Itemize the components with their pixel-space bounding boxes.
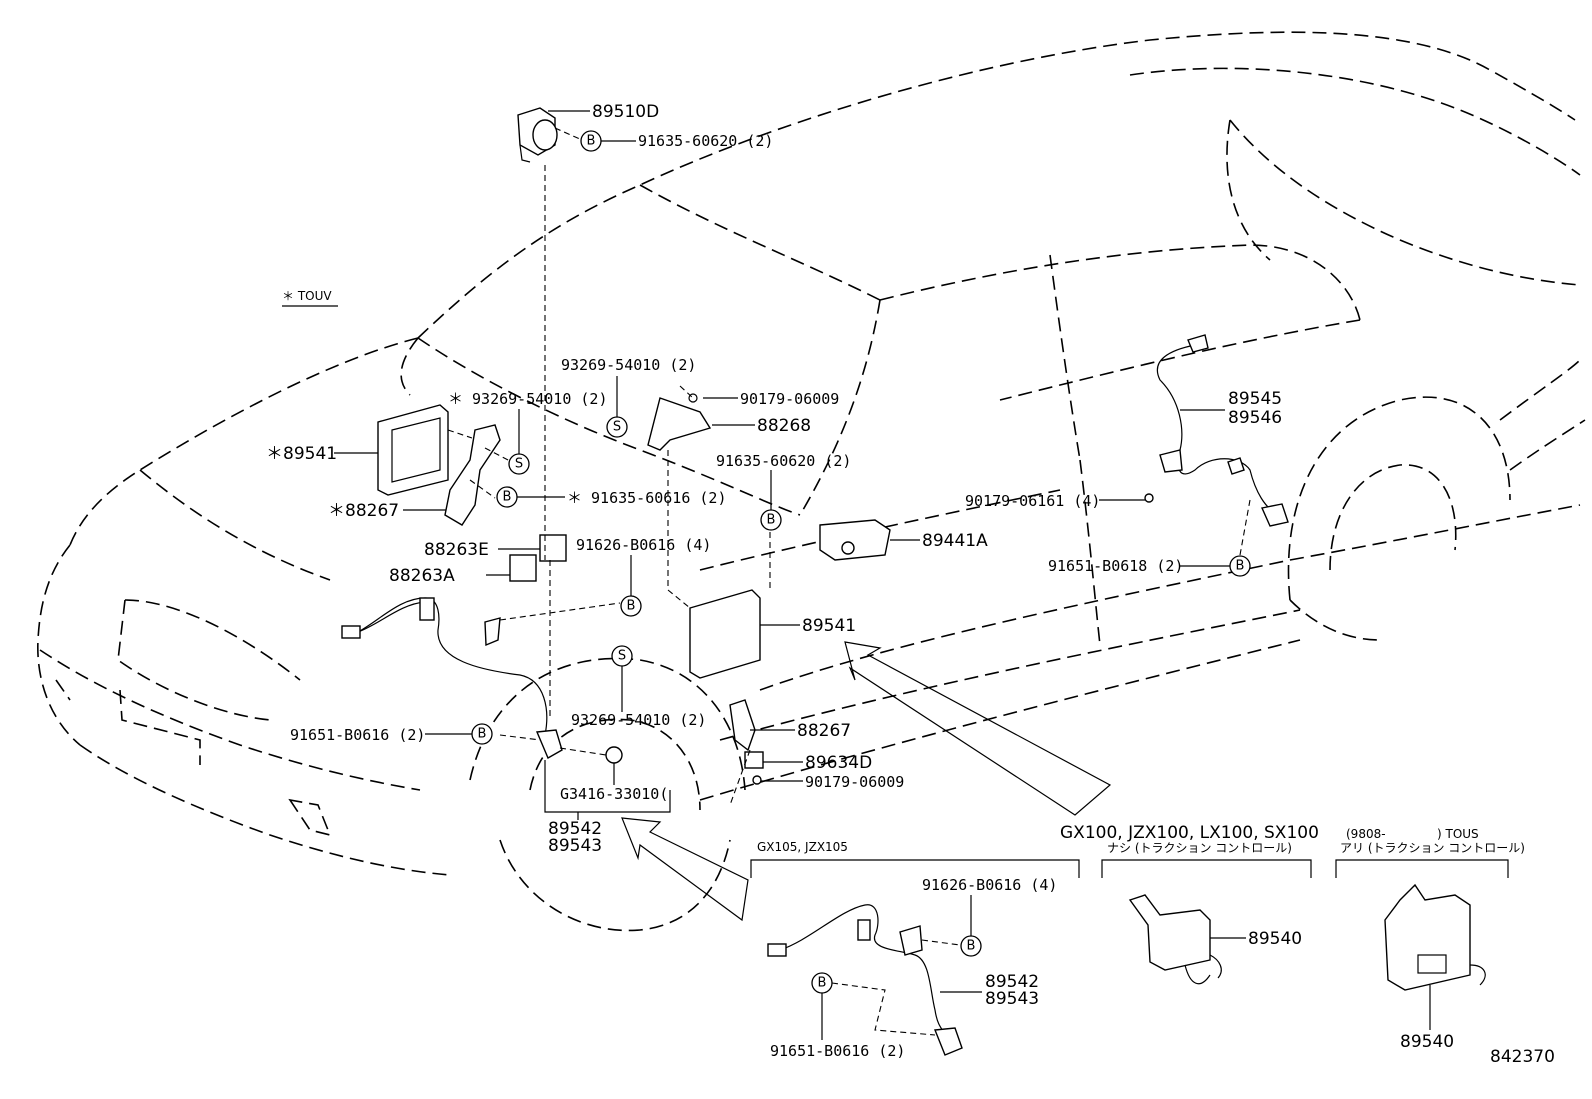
bolt-bubble: B — [471, 723, 493, 745]
label-88267-touv: ＊88267 — [328, 501, 399, 521]
label-90179-06161: 90179-06161 (4) — [965, 492, 1100, 510]
svg-text:B: B — [967, 939, 976, 954]
label-91626-B0616: 91626-B0616 (4) — [576, 536, 711, 554]
inset-title: GX105, JZX105 — [757, 840, 848, 854]
inset-label-91626-B0616: 91626-B0616 (4) — [922, 876, 1057, 894]
label-G3416-33010: G3416-33010( — [560, 785, 668, 803]
part-89634D — [744, 751, 764, 769]
label-89510D: 89510D — [592, 102, 659, 122]
label-88263E: 88263E — [424, 540, 489, 560]
label-93269-54010-touv: ＊ 93269-54010 (2) — [448, 390, 608, 408]
label-90179-06009: 90179-06009 — [740, 390, 839, 408]
label-89543: 89543 — [548, 836, 602, 856]
nut-90179-06161 — [1144, 493, 1154, 503]
svg-text:B: B — [1236, 559, 1245, 574]
assembly-dashed-lines — [447, 127, 1251, 806]
screw-bubble: S — [508, 453, 530, 475]
bolt-bubble: B — [960, 935, 982, 957]
callout-arrows — [621, 641, 1112, 922]
svg-text:B: B — [627, 599, 636, 614]
svg-text:B: B — [478, 727, 487, 742]
tous-option: ) TOUS — [1437, 827, 1479, 841]
label-89545: 89545 — [1228, 389, 1282, 409]
car-body-outline — [37, 31, 1586, 932]
sensor-89441A — [819, 519, 891, 561]
label-89634D: 89634D — [805, 753, 872, 773]
inset-gx100-group: GX100, JZX100, LX100, SX100 (9808- ) TOU… — [1060, 823, 1525, 1052]
bolt-bubble: B — [1229, 555, 1251, 577]
bracket-88268 — [647, 393, 712, 451]
without-traction-control: ナシ (トラクション コントロール) — [1107, 841, 1292, 855]
svg-text:S: S — [515, 457, 523, 472]
ecu-89541-touv — [377, 404, 449, 496]
ecu-89541 — [689, 589, 761, 679]
yaw-rate-sensor-89510D — [517, 107, 558, 163]
model-list: GX100, JZX100, LX100, SX100 — [1060, 823, 1319, 843]
label-88263A: 88263A — [389, 566, 455, 586]
with-traction-control: アリ (トラクション コントロール) — [1340, 841, 1525, 855]
actuator-89540-with-trc — [1384, 883, 1486, 991]
bolt-bubble: B — [620, 595, 642, 617]
label-89546: 89546 — [1228, 408, 1282, 428]
label-88267: 88267 — [797, 721, 851, 741]
screw-bubble: S — [611, 645, 633, 667]
svg-text:B: B — [587, 134, 596, 149]
inset-label-91651-B0616: 91651-B0616 (2) — [770, 1042, 905, 1060]
note-touv: ＊ TOUV — [282, 289, 332, 303]
inset-label-89542: 89542 — [985, 972, 1039, 992]
front-speed-sensor-harness — [341, 597, 563, 759]
production-date: (9808- — [1346, 827, 1386, 841]
label-91651-B0616: 91651-B0616 (2) — [290, 726, 425, 744]
label-89541-touv: ＊89541 — [266, 444, 337, 464]
label-89540-with-trc: 89540 — [1400, 1032, 1454, 1052]
label-89541: 89541 — [802, 616, 856, 636]
svg-text:S: S — [613, 420, 621, 435]
label-88268: 88268 — [757, 416, 811, 436]
rear-speed-sensor-harness — [1144, 334, 1289, 527]
label-91635-60620-mid: 91635-60620 (2) — [716, 452, 851, 470]
part-labels: 89510D 91635-60620 (2) 93269-54010 (2) ＊… — [266, 102, 1282, 856]
bolt-bubble: B — [580, 130, 602, 152]
bolt-bubble: B — [496, 486, 518, 508]
svg-text:B: B — [503, 490, 512, 505]
svg-text:B: B — [767, 513, 776, 528]
nut-90179-06009-lower — [752, 775, 762, 785]
svg-text:B: B — [818, 976, 827, 991]
inset-gx105: GX105, JZX105 B 91626-B0616 (4) 89542 89… — [750, 840, 1080, 1060]
svg-text:S: S — [618, 649, 626, 664]
screw-bubble: S — [606, 416, 628, 438]
label-89540-no-trc: 89540 — [1248, 929, 1302, 949]
label-91651-B0618: 91651-B0618 (2) — [1048, 557, 1183, 575]
label-89542: 89542 — [548, 819, 602, 839]
figure-number: 842370 — [1490, 1047, 1555, 1067]
label-93269-54010: 93269-54010 (2) — [561, 356, 696, 374]
actuator-89540-no-trc — [1128, 894, 1222, 985]
oring-G3416 — [605, 746, 623, 764]
label-89441A: 89441A — [922, 531, 988, 551]
inset-label-89543: 89543 — [985, 989, 1039, 1009]
bracket-88267-touv — [444, 424, 501, 526]
label-91635-60620: 91635-60620 (2) — [638, 132, 773, 150]
leader-lines — [334, 110, 1230, 820]
bolt-bubble: B — [760, 509, 782, 531]
label-90179-06009-lower: 90179-06009 — [805, 773, 904, 791]
label-91635-60616-touv: ＊ 91635-60616 (2) — [567, 489, 727, 507]
bracket-88267 — [729, 699, 756, 752]
bolt-bubble: B — [811, 972, 833, 994]
label-93269-54010-lower: 93269-54010 (2) — [571, 711, 706, 729]
relay-88263A — [509, 554, 537, 582]
relay-88263E — [539, 534, 567, 562]
